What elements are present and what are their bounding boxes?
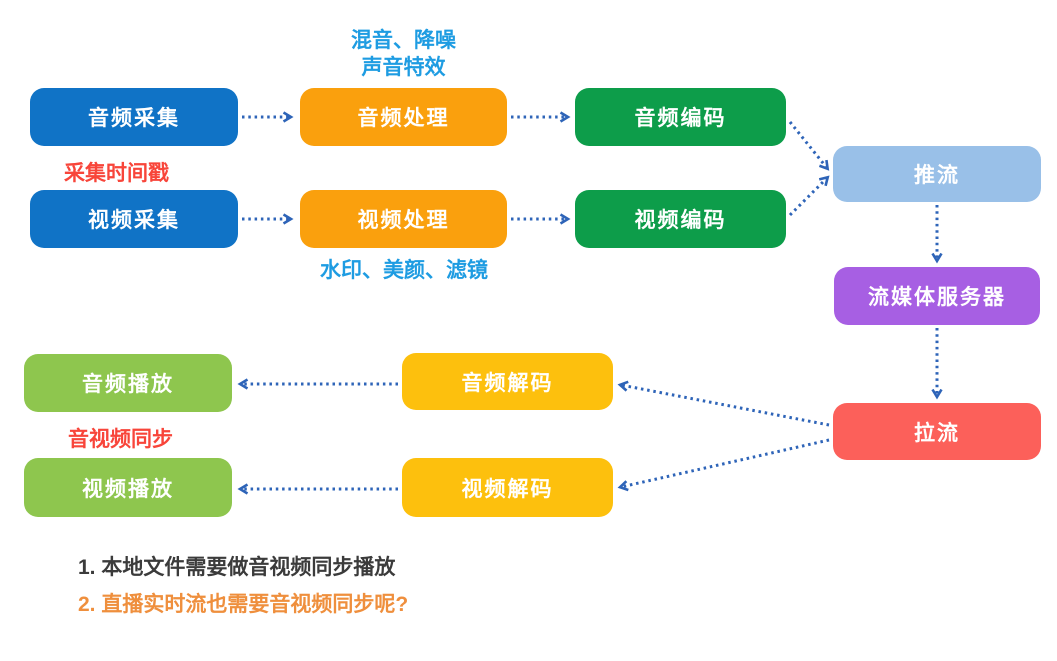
node-audio-capture-label: 音频采集 xyxy=(88,107,180,130)
node-audio-encode-label: 音频编码 xyxy=(634,107,727,130)
node-audio-decode-label: 音频解码 xyxy=(461,371,554,395)
node-video-play: 视频播放 xyxy=(24,458,232,517)
annotation-video-process-effects: 水印、美颜、滤镜 xyxy=(320,259,488,282)
node-video-decode: 视频解码 xyxy=(402,458,613,517)
node-pull-stream-label: 拉流 xyxy=(914,421,960,445)
node-media-server: 流媒体服务器 xyxy=(834,267,1040,325)
footnote-2: 2. 直播实时流也需要音视频同步呢? xyxy=(78,593,409,616)
node-video-process: 视频处理 xyxy=(300,190,507,248)
arrow-pull-to-audio-decode xyxy=(617,380,830,427)
node-audio-process: 音频处理 xyxy=(300,88,507,146)
node-media-server-label: 流媒体服务器 xyxy=(868,286,1006,309)
footnote-1: 1. 本地文件需要做音视频同步播放 xyxy=(78,556,396,579)
node-video-capture: 视频采集 xyxy=(30,190,238,248)
node-video-encode: 视频编码 xyxy=(575,190,786,248)
node-video-capture-label: 视频采集 xyxy=(88,209,180,232)
node-pull-stream: 拉流 xyxy=(833,403,1041,460)
node-audio-play-label: 音频播放 xyxy=(82,373,174,396)
node-video-decode-label: 视频解码 xyxy=(461,477,554,501)
node-audio-play: 音频播放 xyxy=(24,354,232,412)
annotation-capture-timestamp: 采集时间戳 xyxy=(64,162,169,185)
node-audio-encode: 音频编码 xyxy=(575,88,786,146)
node-push-stream-label: 推流 xyxy=(914,164,960,187)
annotation-audio-process-effects: 混音、降噪 声音特效 xyxy=(300,27,507,81)
annotation-audio-process-effects-line2: 声音特效 xyxy=(361,56,446,79)
node-audio-capture: 音频采集 xyxy=(30,88,238,146)
arrow-pull-to-video-decode xyxy=(617,438,830,492)
annotation-audio-process-effects-line1: 混音、降噪 xyxy=(351,29,456,52)
arrow-video-encode-to-push xyxy=(788,175,830,217)
node-video-play-label: 视频播放 xyxy=(82,477,174,501)
node-audio-decode: 音频解码 xyxy=(402,353,613,410)
node-push-stream: 推流 xyxy=(833,146,1041,202)
node-audio-process-label: 音频处理 xyxy=(357,107,450,130)
arrow-audio-encode-to-push xyxy=(788,121,830,171)
annotation-av-sync: 音视频同步 xyxy=(68,428,173,451)
node-video-encode-label: 视频编码 xyxy=(634,209,727,232)
node-video-process-label: 视频处理 xyxy=(357,209,450,232)
